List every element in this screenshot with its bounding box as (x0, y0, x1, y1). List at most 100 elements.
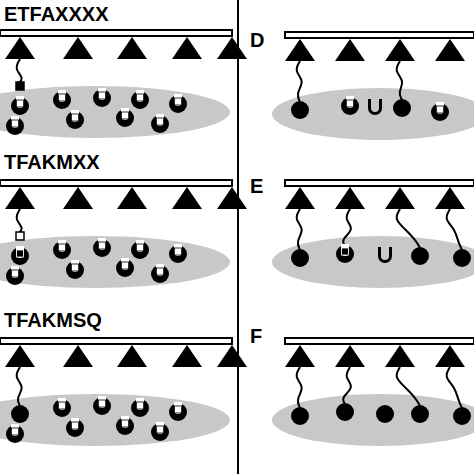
tether-line (297, 209, 302, 250)
tether-line (447, 367, 462, 408)
panel-letter: D (250, 30, 264, 50)
support-bar (285, 338, 474, 344)
triangle-ligand (285, 39, 315, 61)
panel-letter: E (250, 176, 263, 196)
triangle-ligand (385, 39, 415, 61)
binding-panel (272, 32, 474, 140)
binding-panel (0, 30, 247, 138)
triangle-ligand (335, 187, 365, 209)
receptor-site (66, 110, 84, 129)
tether-line (397, 61, 402, 100)
receptor-site (431, 102, 449, 121)
support-bar (285, 32, 474, 38)
receptor-site (93, 396, 111, 415)
receptor-site (169, 402, 187, 421)
sequence-label: TFAKMXX (4, 152, 100, 172)
triangle-ligand (285, 187, 315, 209)
surface-ellipse (272, 88, 474, 140)
tether-line (343, 367, 351, 404)
triangle-ligand (217, 187, 247, 209)
triangle-ligand (117, 187, 147, 209)
triangle-ligand (285, 345, 315, 367)
surface-ellipse (272, 394, 474, 446)
panel-divider (237, 0, 239, 474)
triangle-ligand (5, 345, 35, 367)
tether-line (297, 367, 302, 408)
triangle-ligand (217, 345, 247, 367)
receptor-site (151, 114, 169, 133)
triangle-ligand (385, 345, 415, 367)
tethered-ligand (16, 82, 24, 90)
tether-line (397, 367, 420, 406)
receptor-site (291, 249, 309, 267)
receptor-site (393, 99, 411, 117)
tether-line (447, 209, 462, 250)
binding-panel (272, 338, 474, 446)
receptor-site (291, 407, 309, 425)
receptor-site (6, 424, 24, 443)
triangle-ligand (335, 39, 365, 61)
receptor-site (341, 96, 359, 115)
receptor-site (291, 101, 309, 119)
sequence-label: TFAKMSQ (4, 310, 102, 330)
triangle-ligand (63, 345, 93, 367)
support-bar (0, 180, 232, 186)
receptor-site (6, 116, 24, 135)
support-bar (0, 30, 232, 36)
surface-ellipse (0, 394, 230, 446)
receptor-site (151, 422, 169, 441)
receptor-site (169, 94, 187, 113)
receptor-site (453, 407, 471, 425)
surface-ellipse (272, 236, 474, 288)
receptor-site (11, 96, 29, 115)
triangle-ligand (217, 37, 247, 59)
triangle-ligand (172, 37, 202, 59)
tether-line (343, 209, 351, 246)
receptor-site (376, 405, 394, 423)
receptor-site (116, 108, 134, 127)
panel-letter: F (250, 326, 262, 346)
tether-line (17, 367, 22, 406)
support-bar (285, 180, 474, 186)
receptor-site (53, 398, 71, 417)
receptor-site (151, 264, 169, 283)
receptor-site (11, 405, 29, 423)
receptor-site (336, 403, 354, 421)
receptor-site (169, 244, 187, 263)
receptor-site (53, 90, 71, 109)
receptor-site (116, 258, 134, 277)
binding-panel (0, 180, 247, 288)
sequence-label: ETFAXXXX (4, 4, 108, 24)
triangle-ligand (63, 187, 93, 209)
triangle-ligand (5, 37, 35, 59)
surface-ellipse (0, 236, 230, 288)
triangle-ligand (435, 345, 465, 367)
triangle-ligand (435, 187, 465, 209)
receptor-site (411, 247, 429, 265)
receptor-site (368, 99, 382, 115)
receptor-site (66, 418, 84, 437)
surface-ellipse (0, 86, 230, 138)
receptor-site (53, 240, 71, 259)
triangle-ligand (435, 39, 465, 61)
triangle-ligand (63, 37, 93, 59)
receptor-site (453, 249, 471, 267)
tether-line (297, 61, 302, 102)
tether-line (397, 209, 420, 248)
receptor-site (93, 88, 111, 107)
receptor-site (378, 247, 392, 263)
support-bar (0, 338, 232, 344)
triangle-ligand (172, 345, 202, 367)
receptor-site (6, 266, 24, 285)
receptor-site (116, 416, 134, 435)
binding-panel (272, 180, 474, 288)
receptor-site (11, 246, 29, 265)
binding-panel (0, 338, 247, 446)
receptor-site (93, 238, 111, 257)
triangle-ligand (335, 345, 365, 367)
receptor-site (131, 398, 149, 417)
triangle-ligand (385, 187, 415, 209)
receptor-site (336, 244, 354, 263)
